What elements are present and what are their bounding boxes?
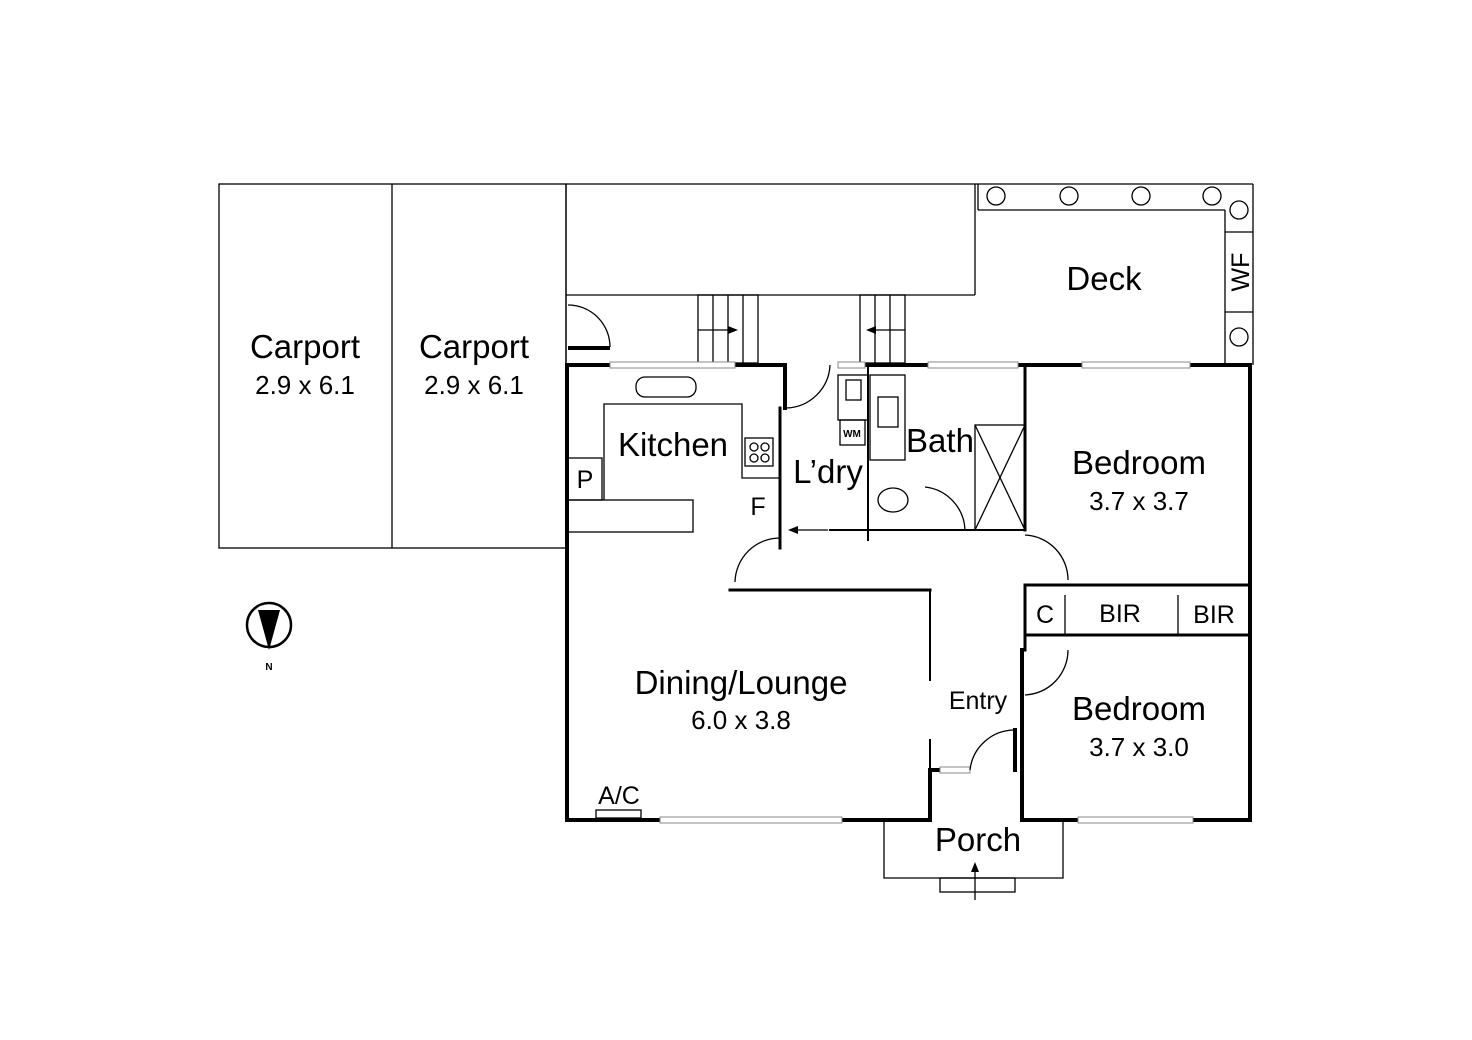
deck-outline	[567, 184, 1254, 365]
bedroom2-label: Bedroom	[1072, 690, 1206, 727]
sink-icon	[635, 376, 697, 398]
dining-size: 6.0 x 3.8	[691, 705, 791, 735]
plant-icons	[986, 186, 1249, 347]
pantry-label: P	[577, 466, 594, 494]
carport2-size: 2.9 x 6.1	[424, 370, 524, 400]
entry-label: Entry	[949, 687, 1008, 715]
fridge-label: F	[750, 493, 765, 521]
compass-label: N	[265, 662, 272, 673]
linen-label: C	[1036, 601, 1054, 629]
steps	[697, 294, 906, 364]
aircon-label: A/C	[598, 782, 640, 810]
deck-label: Deck	[1066, 260, 1142, 297]
shower-icon	[974, 424, 1026, 531]
porch-label: Porch	[935, 821, 1021, 858]
cooktop-icon	[744, 437, 774, 467]
bedroom2-size: 3.7 x 3.0	[1089, 732, 1189, 762]
bir2-label: BIR	[1193, 601, 1235, 629]
washing-machine-label: WM	[843, 429, 861, 440]
windows	[609, 361, 1194, 824]
woodfire-label: WF	[1227, 253, 1255, 292]
carport1-size: 2.9 x 6.1	[255, 370, 355, 400]
bedroom1-size: 3.7 x 3.7	[1089, 486, 1189, 516]
carport2-label: Carport	[419, 328, 529, 365]
kitchen-fittings	[566, 326, 1026, 819]
bath-label: Bath	[906, 422, 974, 459]
laundry-label: L’dry	[793, 453, 863, 490]
toilet-icon	[877, 487, 909, 513]
bir1-label: BIR	[1099, 600, 1141, 628]
carport1-label: Carport	[250, 328, 360, 365]
kitchen-label: Kitchen	[618, 426, 728, 463]
exterior-walls	[565, 363, 1252, 822]
bedroom1-label: Bedroom	[1072, 444, 1206, 481]
porch-outline	[883, 822, 1064, 900]
dining-label: Dining/Lounge	[635, 664, 848, 701]
compass-icon: N	[245, 601, 293, 673]
